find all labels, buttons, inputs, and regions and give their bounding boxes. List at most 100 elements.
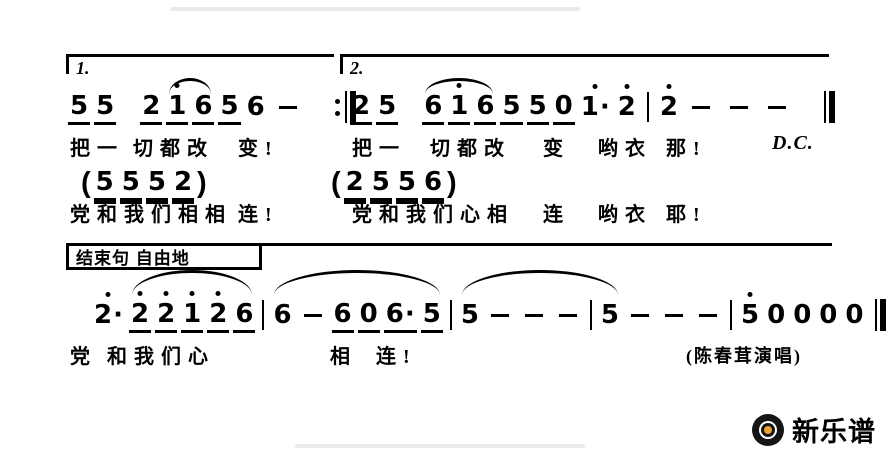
- lyric-row1-seg2: 切都改: [133, 138, 214, 160]
- lyric-row1-seg6: 变: [543, 138, 570, 160]
- scan-artifact-bottom: [295, 444, 585, 448]
- duration-dash: [524, 313, 543, 317]
- note-5: 5: [369, 166, 392, 201]
- volta-bracket-2: 2.: [340, 54, 829, 78]
- final-barline: [823, 91, 835, 123]
- slur-arc: [169, 78, 211, 94]
- note-2: 2: [617, 92, 636, 122]
- lyric-ending-seg2: 和我们心: [107, 346, 215, 368]
- note-2: 2·: [94, 300, 123, 330]
- parenthesis: (: [331, 167, 341, 199]
- note-1: 1: [166, 90, 189, 125]
- note-2: 2: [171, 166, 195, 201]
- thick-bar: [880, 299, 887, 331]
- note-1: 1: [448, 90, 471, 125]
- duration-dash: [303, 313, 322, 317]
- barline: [730, 300, 732, 330]
- ending-section-label: 结束句 自由地: [76, 249, 190, 268]
- thin-bar: [344, 91, 347, 123]
- ending-section-label-box: 结束句 自由地: [66, 243, 262, 270]
- dc-marking: D.C.: [772, 132, 814, 154]
- note-2: 2: [343, 166, 366, 201]
- duration-dash: [558, 313, 577, 317]
- final-barline: [875, 299, 887, 331]
- volta-1-label: 1.: [76, 58, 90, 78]
- note-6: 6: [233, 298, 256, 333]
- note-5: 5: [395, 166, 418, 201]
- duration-dash: [691, 105, 710, 109]
- repeat-dots-icon: [334, 98, 340, 116]
- barline: [646, 92, 649, 122]
- dot: [334, 98, 340, 104]
- site-logo-text: 新乐谱: [792, 417, 876, 447]
- vinyl-record-icon: [752, 413, 784, 446]
- note-5: 5: [68, 90, 91, 125]
- volta-2-label: 2.: [350, 58, 364, 78]
- lyric-row2-seg5: 哟衣: [598, 204, 652, 226]
- dot-after-icon: ·: [599, 92, 610, 122]
- scan-artifact-top: [170, 7, 580, 11]
- barline: [589, 300, 592, 330]
- note-5: 5: [500, 90, 523, 125]
- lyric-row1-seg4: 把一: [352, 138, 406, 160]
- rest-0: 0: [357, 298, 380, 333]
- barline: [449, 300, 452, 330]
- note-2: 2: [350, 90, 373, 125]
- lyric-row1-seg3: 变!: [238, 138, 279, 160]
- note-6: 6: [246, 92, 265, 122]
- note-2: 2: [155, 298, 178, 333]
- thick-bar: [828, 91, 835, 123]
- rest-0: 0: [793, 300, 812, 330]
- duration-dash: [278, 105, 297, 109]
- note-6: 6·: [383, 298, 417, 333]
- parenthesis: (: [81, 167, 91, 199]
- lyric-row1-seg8: 那!: [666, 138, 707, 160]
- duration-dash: [699, 313, 717, 317]
- thin-bar: [823, 91, 826, 123]
- note-2: 2: [128, 298, 152, 333]
- rest-0: 0: [819, 300, 838, 330]
- note-5: 5: [741, 300, 760, 330]
- note-5: 5: [420, 298, 443, 333]
- lyric-row1-seg7: 哟衣: [598, 138, 652, 160]
- note-6: 6: [331, 298, 354, 333]
- rest-0: 0: [845, 300, 864, 330]
- note-5: 5: [218, 90, 241, 125]
- lyric-row2-seg2: 连!: [238, 204, 279, 226]
- thick-bar: [349, 91, 356, 123]
- lyric-row1-seg1: 把一: [70, 138, 124, 160]
- rest-0: 0: [552, 90, 575, 125]
- parenthesis: ): [447, 167, 457, 199]
- slur-arc: [425, 78, 493, 94]
- note-6: 6: [273, 300, 292, 330]
- lyric-row2-seg4: 连: [543, 204, 570, 226]
- note-6: 6: [192, 90, 215, 125]
- volta-bracket-1: 1.: [66, 54, 334, 78]
- slur-arc: [132, 270, 252, 295]
- lyric-row2-seg6: 耶!: [666, 204, 707, 226]
- rest-0: 0: [767, 300, 786, 330]
- note-1: 1·: [580, 92, 610, 122]
- slur-arc: [274, 270, 440, 295]
- duration-dash: [729, 105, 748, 109]
- note-2: 2: [140, 90, 163, 125]
- note-1: 1: [181, 298, 204, 333]
- lyric-row2-seg3: 党和我们心相: [352, 204, 514, 226]
- note-2: 2: [207, 298, 230, 333]
- note-5: 5: [145, 166, 168, 201]
- duration-dash: [631, 313, 649, 317]
- dot-after-icon: ·: [113, 300, 123, 330]
- lyric-ending-seg4: 连!: [376, 346, 417, 368]
- note-5: 5: [119, 166, 142, 201]
- barline: [262, 300, 265, 330]
- note-5: 5: [94, 90, 117, 125]
- repeat-end-barline: [334, 91, 356, 123]
- duration-dash: [665, 313, 683, 317]
- note-6: 6: [421, 166, 445, 201]
